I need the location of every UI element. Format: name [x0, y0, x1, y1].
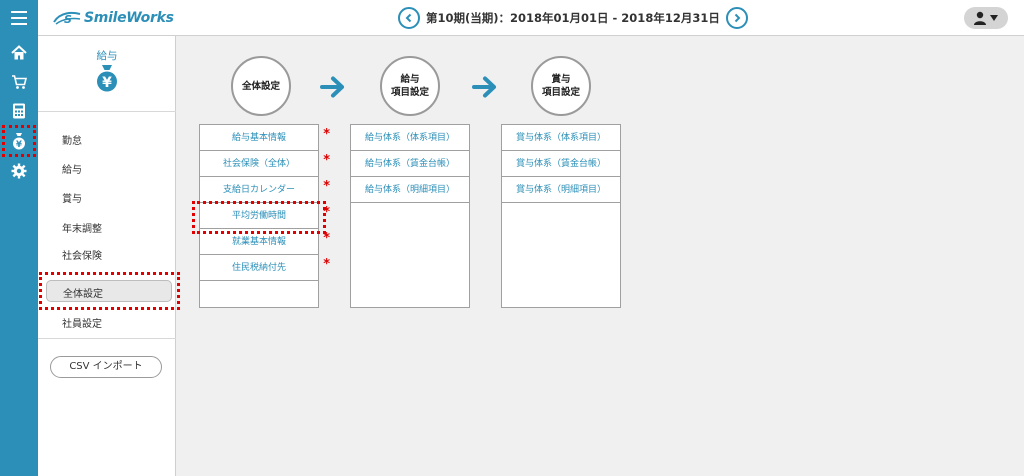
step-general-settings[interactable]: 全体設定	[231, 56, 291, 116]
user-menu-button[interactable]	[964, 7, 1008, 29]
step-bonus-item-settings[interactable]: 賞与項目設定	[531, 56, 591, 116]
sales-nav-button[interactable]	[8, 71, 30, 93]
required-mark: *	[323, 257, 330, 272]
home-icon	[11, 45, 27, 60]
svg-text:S: S	[64, 13, 72, 26]
app-icon-bar: ¥	[0, 36, 38, 476]
panel-link-salary-payslip-items[interactable]: 給与体系（明細項目）	[351, 177, 469, 203]
menu-toggle-button[interactable]	[0, 0, 38, 36]
submenu-item-year-end-adjustment[interactable]: 年末調整	[62, 224, 102, 235]
submenu-item-attendance[interactable]: 勤怠	[62, 136, 82, 147]
csv-import-button[interactable]: CSV インポート	[50, 356, 162, 378]
payroll-submenu: 給与 ¥ 勤怠 給与 賞与 年末調整 社会保険 全体設定 社員設定 CSV イン…	[38, 36, 176, 476]
caret-down-icon	[990, 15, 998, 21]
money-bag-icon: ¥	[97, 65, 117, 92]
average-working-hours-highlight	[192, 201, 326, 234]
required-mark: *	[323, 127, 330, 142]
panel-link-payday-calendar[interactable]: 支給日カレンダー*	[200, 177, 330, 203]
salary-item-panel: 給与体系（体系項目） 給与体系（賃金台帳） 給与体系（明細項目）	[350, 124, 470, 308]
brand-name: SmileWorks	[84, 10, 174, 26]
svg-text:¥: ¥	[102, 75, 112, 91]
required-mark: *	[323, 153, 330, 168]
period-selector: 第10期(当期)：2018年01月01日 - 2018年12月31日	[398, 6, 748, 30]
panel-link-employment-basic-info[interactable]: 就業基本情報*	[200, 229, 330, 255]
brand-logo[interactable]: S SmileWorks	[52, 8, 174, 28]
submenu-title: 給与	[96, 50, 118, 62]
smileworks-logo-icon: S	[53, 12, 81, 26]
panel-link-salary-system-items[interactable]: 給与体系（体系項目）	[351, 125, 469, 151]
step-label: 給与	[400, 74, 420, 85]
panel-link-salary-basic-info[interactable]: 給与基本情報*	[200, 125, 330, 151]
panel-link-resident-tax-payee[interactable]: 住民税納付先*	[200, 255, 330, 281]
panel-link-bonus-wage-ledger[interactable]: 賞与体系（賃金台帳）	[502, 151, 620, 177]
general-settings-panel: 給与基本情報* 社会保険（全体）* 支給日カレンダー* 平均労働時間* 就業基本…	[199, 124, 330, 308]
submenu-item-bonus[interactable]: 賞与	[62, 194, 82, 205]
svg-text:¥: ¥	[16, 140, 22, 150]
previous-period-button[interactable]	[398, 7, 420, 29]
panel-link-average-working-hours[interactable]: 平均労働時間*	[200, 203, 330, 229]
step-label: 項目設定	[390, 87, 429, 98]
required-mark: *	[323, 179, 330, 194]
hamburger-icon	[11, 17, 27, 19]
submenu-item-salary[interactable]: 給与	[62, 165, 82, 176]
money-bag-icon: ¥	[13, 133, 25, 150]
fiscal-period-label: 第10期(当期)：2018年01月01日 - 2018年12月31日	[426, 11, 720, 25]
hamburger-icon	[11, 11, 27, 13]
arrow-right-icon	[472, 76, 496, 98]
chevron-right-icon	[734, 13, 741, 23]
next-period-button[interactable]	[725, 7, 748, 29]
required-mark: *	[323, 205, 330, 220]
general-settings-highlight	[39, 272, 180, 310]
home-nav-button[interactable]	[8, 42, 30, 64]
step-label: 賞与	[551, 74, 571, 85]
accounting-nav-button[interactable]	[8, 100, 30, 122]
panel-link-social-insurance-all[interactable]: 社会保険（全体）*	[200, 151, 330, 177]
gear-icon	[11, 163, 27, 179]
calculator-icon	[13, 103, 25, 119]
submenu-divider	[38, 338, 176, 339]
submenu-item-general-settings[interactable]: 全体設定	[46, 280, 172, 302]
cart-icon	[12, 75, 27, 89]
arrow-right-icon	[320, 76, 344, 98]
chevron-left-icon	[405, 13, 412, 23]
submenu-item-employee-settings[interactable]: 社員設定	[62, 319, 102, 330]
bonus-item-panel: 賞与体系（体系項目） 賞与体系（賃金台帳） 賞与体系（明細項目）	[501, 124, 621, 308]
required-mark: *	[323, 231, 330, 246]
panel-link-bonus-system-items[interactable]: 賞与体系（体系項目）	[502, 125, 620, 151]
step-label: 項目設定	[541, 87, 580, 98]
submenu-item-social-insurance[interactable]: 社会保険	[62, 251, 102, 262]
user-icon	[974, 11, 986, 25]
submenu-header: 給与 ¥	[38, 36, 176, 112]
hamburger-icon	[11, 23, 27, 25]
payroll-nav-button[interactable]: ¥	[8, 130, 30, 152]
step-label: 全体設定	[241, 80, 280, 92]
panel-link-bonus-payslip-items[interactable]: 賞与体系（明細項目）	[502, 177, 620, 203]
top-bar: S SmileWorks 第10期(当期)：2018年01月01日 - 2018…	[0, 0, 1024, 36]
step-salary-item-settings[interactable]: 給与項目設定	[380, 56, 440, 116]
panel-link-salary-wage-ledger[interactable]: 給与体系（賃金台帳）	[351, 151, 469, 177]
settings-nav-button[interactable]	[8, 160, 30, 182]
payroll-icon-highlight	[2, 125, 36, 157]
